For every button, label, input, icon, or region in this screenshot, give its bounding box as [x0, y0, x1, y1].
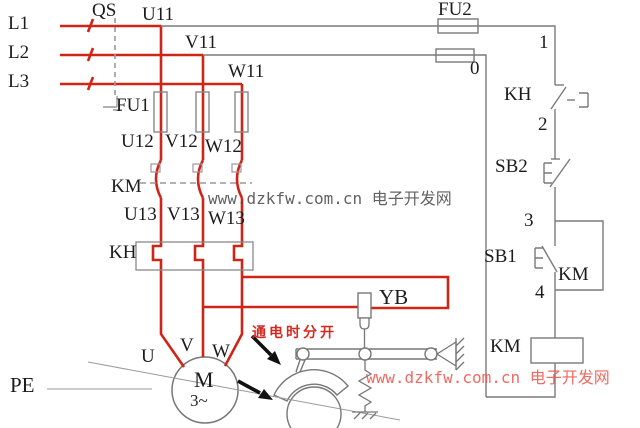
label-u12: U12: [121, 131, 154, 152]
annotation-arrows: [237, 334, 281, 400]
qs-switch: [103, 18, 122, 111]
qs-blade-ticks: [86, 18, 95, 91]
label-km-aux: KM: [558, 264, 589, 285]
arrow-head-icon: [267, 351, 281, 365]
yb-feed-right: [242, 275, 450, 310]
label-u11: U11: [142, 4, 175, 25]
label-fu2: FU2: [438, 0, 472, 20]
label-w11: W11: [228, 61, 265, 82]
label-yb: YB: [379, 285, 409, 309]
label-km-coil: KM: [490, 336, 521, 357]
label-v11: V11: [185, 32, 218, 53]
label-node2: 2: [538, 114, 548, 135]
pushbutton-actuator-icon: [543, 162, 552, 184]
label-w13: W13: [208, 208, 245, 229]
km-aux-branch: [555, 220, 604, 291]
solenoid-plunger: [359, 317, 370, 330]
label-kh-main: KH: [109, 242, 137, 263]
label-motor-m: M: [194, 367, 214, 392]
kh-nc-contact: [550, 84, 589, 110]
km-coil: [530, 337, 584, 364]
label-sb1: SB1: [484, 246, 517, 267]
label-term-u: U: [141, 346, 155, 367]
watermark-red: www.dzkfw.com.cn 电子开发网: [366, 368, 610, 387]
brake-shoe: [273, 359, 349, 402]
sb2-nc-button: [543, 158, 571, 188]
arrow-head-icon: [258, 389, 273, 400]
kh-overload-heater: [135, 241, 254, 271]
brake-note: 通电时分开: [252, 325, 337, 341]
return-spring: [352, 360, 378, 420]
label-qs: QS: [92, 0, 117, 21]
km-contact-v: [196, 159, 205, 199]
power-wiring: [60, 18, 450, 368]
thermal-trip-icon: [579, 92, 589, 108]
label-term-v: V: [180, 335, 194, 356]
wall-anchor: [435, 337, 465, 371]
label-node1: 1: [539, 32, 549, 53]
label-motor-phase: 3~: [190, 391, 208, 410]
km-main-contacts: [140, 163, 252, 184]
pe-earth-lines: [47, 361, 401, 421]
label-l1: L1: [8, 13, 30, 34]
label-pe: PE: [10, 373, 35, 397]
label-l2: L2: [8, 42, 30, 63]
label-v12: V12: [165, 131, 198, 152]
label-node3: 3: [524, 210, 534, 231]
label-fu1: FU1: [116, 95, 150, 116]
label-km-main: KM: [111, 176, 142, 197]
fu1-fuses: [153, 91, 249, 133]
fu2-fuses: [435, 18, 479, 63]
label-w12: W12: [205, 136, 242, 157]
control-wiring: [161, 25, 604, 398]
pushbutton-actuator-icon: [534, 247, 543, 269]
label-sb2: SB2: [495, 156, 528, 177]
sb1-no-button: [534, 245, 558, 273]
km-contact-u: [154, 159, 163, 199]
label-v13: V13: [167, 204, 200, 225]
lever-pivots: [296, 347, 438, 361]
label-u13: U13: [124, 204, 157, 225]
label-node0: 0: [470, 58, 480, 79]
label-kh-ctl: KH: [504, 84, 532, 105]
km-contact-w: [235, 159, 244, 199]
label-l3: L3: [8, 71, 30, 92]
label-node4: 4: [535, 282, 545, 303]
watermark-dark: www.dzkfw.com.cn 电子开发网: [208, 189, 452, 208]
label-term-w: W: [212, 341, 230, 362]
yb-solenoid: [357, 292, 372, 349]
brake-wheel: [286, 386, 342, 428]
